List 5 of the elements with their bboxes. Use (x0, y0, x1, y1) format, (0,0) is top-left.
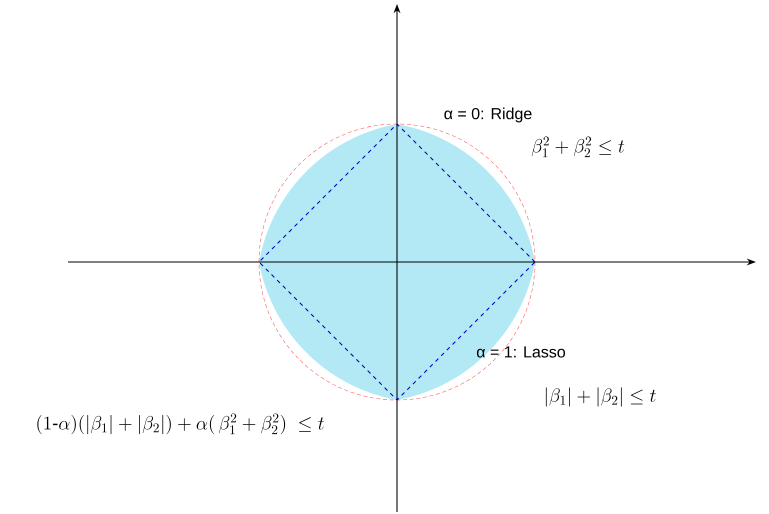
formula: $|\beta_1| + |\beta_2| \leq t$ (546, 387, 656, 407)
formula: $(1\text{-}\alpha)(|\beta_1| + |\beta_2|) + \alpha(\, \beta_1^2+\beta_2^2)\ \leq t$ (37, 414, 324, 434)
label: α = 0: Ridge (444, 108, 532, 122)
label: α = 1: Lasso (476, 346, 566, 358)
formula: $\beta_1^2+\beta_2^2 \leq t$ (532, 136, 624, 158)
